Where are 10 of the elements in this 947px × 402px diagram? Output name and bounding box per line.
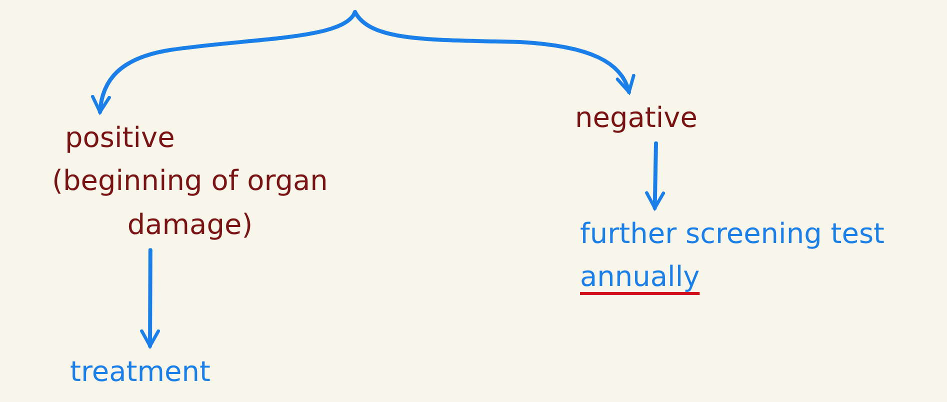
note-text: negative xyxy=(575,100,698,136)
underlined-note: annually xyxy=(580,260,700,294)
arrow xyxy=(92,10,357,114)
note-text: (beginning of organ damage) xyxy=(51,163,329,243)
note-text: further screening test xyxy=(580,217,885,250)
arrow xyxy=(645,141,666,210)
note-text: treatment xyxy=(70,354,212,390)
arrow xyxy=(140,248,160,348)
note-text: positive xyxy=(64,120,176,156)
arrow xyxy=(353,10,634,94)
